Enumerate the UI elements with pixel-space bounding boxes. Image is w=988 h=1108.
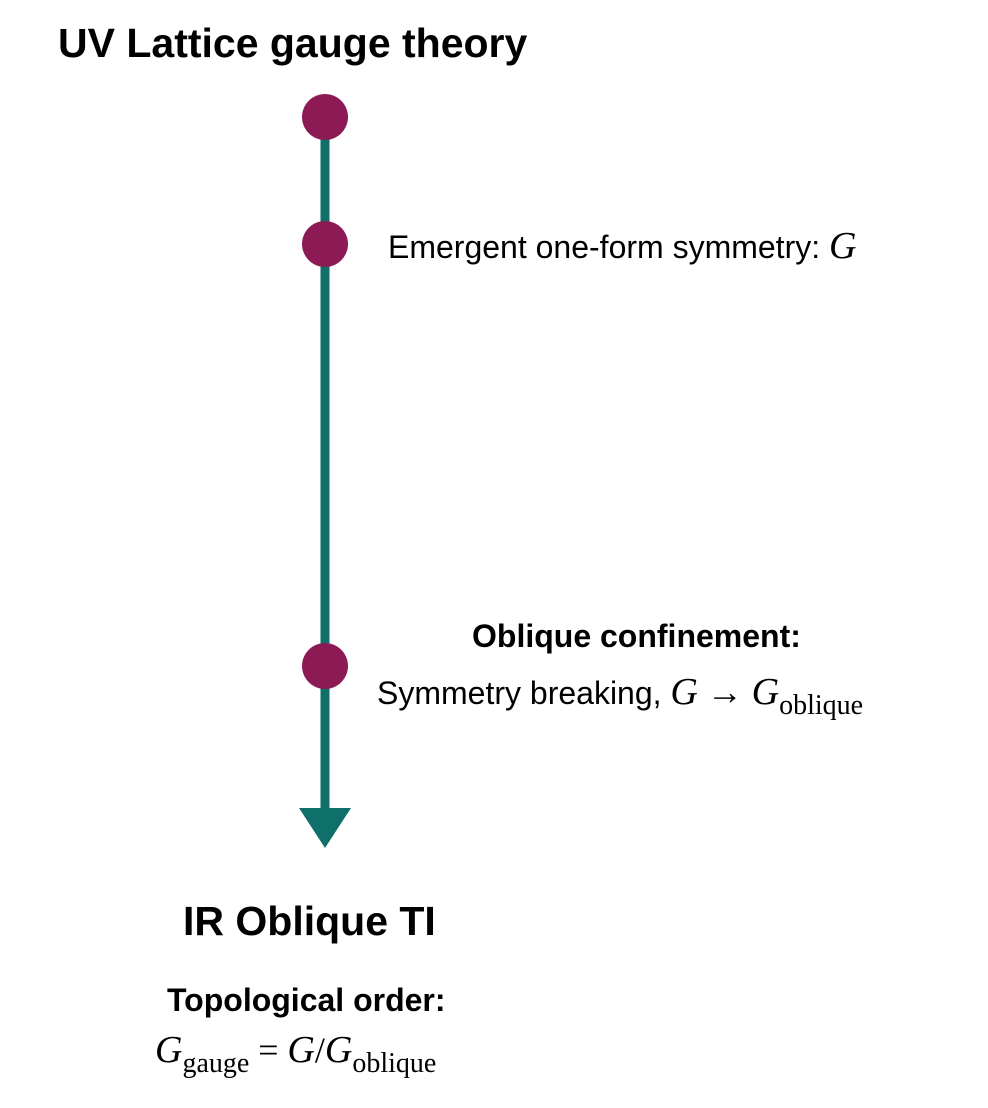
node-emergent-symmetry <box>302 221 348 267</box>
equals-sign: = <box>258 1030 279 1070</box>
node-uv <box>302 94 348 140</box>
breaking-arrow: → <box>706 672 743 712</box>
uv-title: UV Lattice gauge theory <box>58 20 528 66</box>
gauge-subscript: gauge <box>182 1048 250 1079</box>
oblique-subscript: oblique <box>779 690 864 721</box>
gauge-group-equation: Ggauge = G/Goblique <box>155 1028 436 1079</box>
symmetry-breaking-text: Symmetry breaking, <box>377 675 662 711</box>
node-oblique-confinement <box>302 643 348 689</box>
emergent-symmetry-label: Emergent one-form symmetry: G <box>388 224 856 268</box>
symmetry-group-symbol: G <box>287 1029 315 1071</box>
emergent-symmetry-text: Emergent one-form symmetry: <box>388 229 821 265</box>
symmetry-group-symbol: G <box>670 671 698 713</box>
rg-flow-arrowhead <box>299 808 351 848</box>
quotient-slash: / <box>314 1030 325 1070</box>
topological-order-heading: Topological order: <box>167 982 446 1018</box>
symmetry-breaking-label: Symmetry breaking, G → Goblique <box>377 670 863 721</box>
oblique-subscript: oblique <box>352 1048 437 1079</box>
oblique-confinement-heading: Oblique confinement: <box>472 618 801 654</box>
gauge-group-symbol: G <box>155 1029 183 1071</box>
symmetry-group-symbol: G <box>829 225 857 267</box>
oblique-group-symbol: G <box>324 1029 353 1071</box>
ir-title: IR Oblique TI <box>183 898 436 944</box>
oblique-group-symbol: G <box>751 671 780 713</box>
